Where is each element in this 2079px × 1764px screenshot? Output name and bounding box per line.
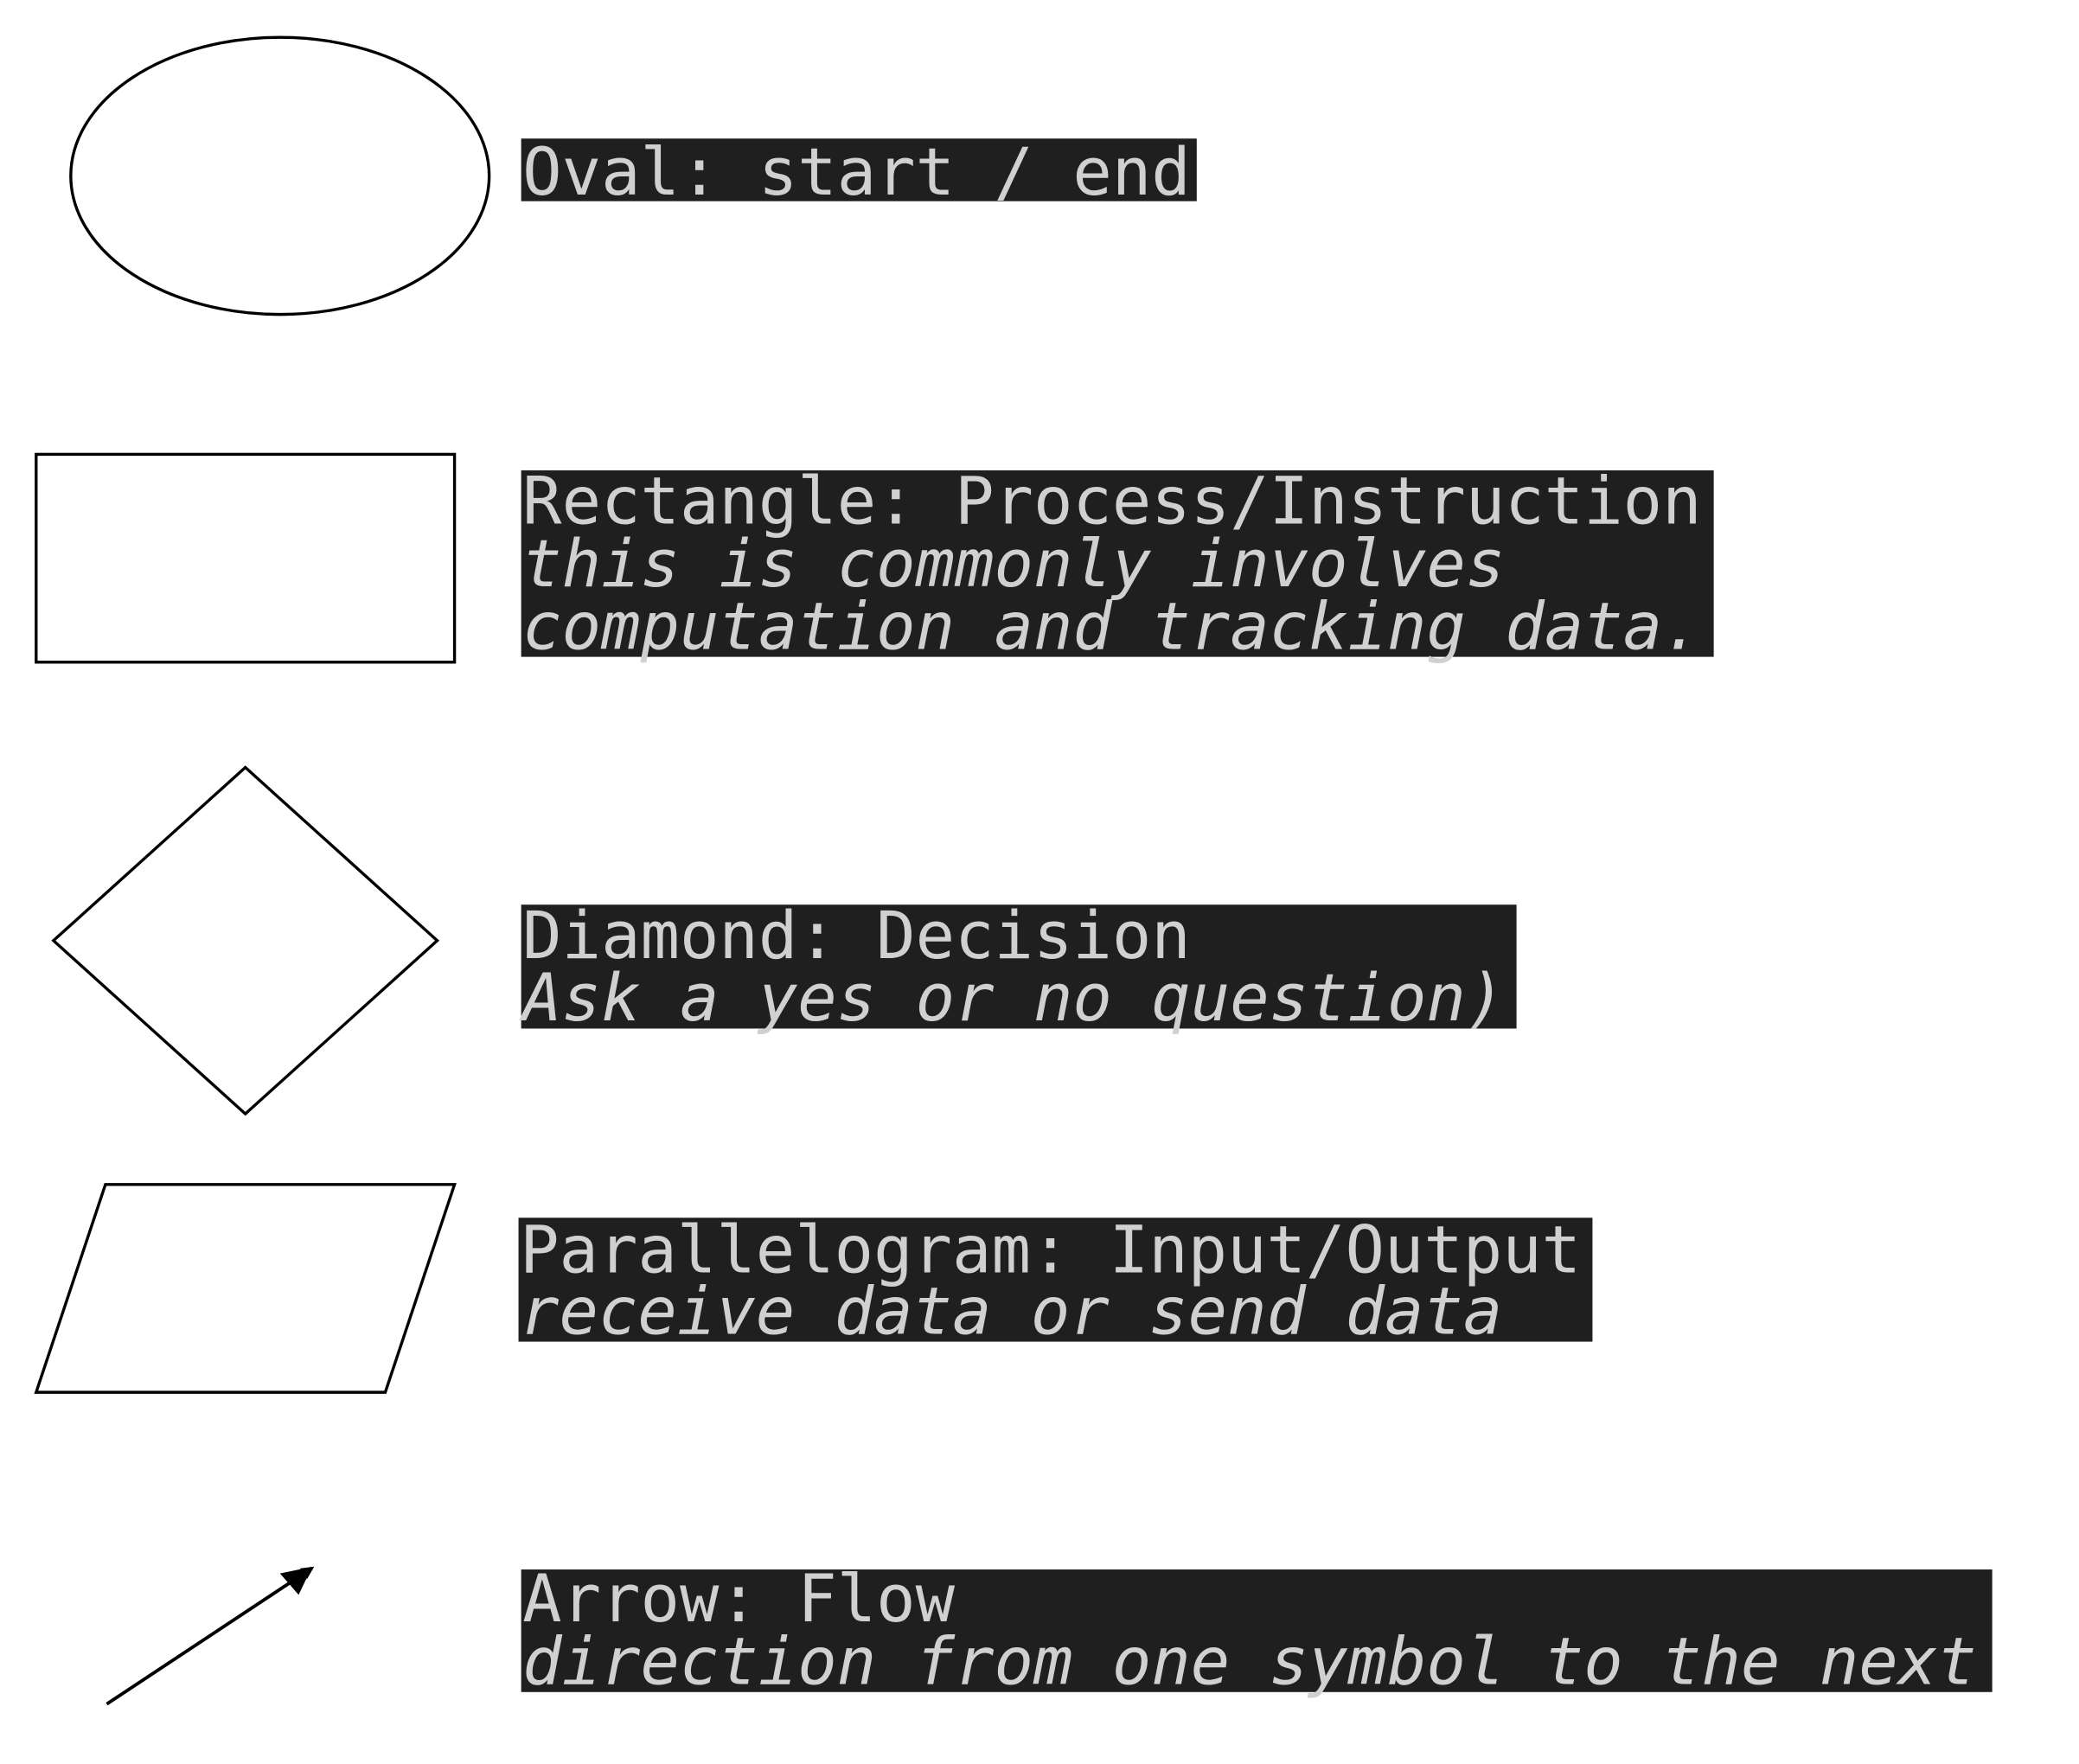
parallelogram-description-line: receive data or send data bbox=[520, 1273, 1502, 1349]
arrow-label: Arrow: Flow bbox=[522, 1561, 955, 1637]
label-background bbox=[521, 904, 1517, 1029]
legend-item-oval: Oval: start / end bbox=[69, 35, 1197, 316]
legend-item-rectangle: Rectangle: Process/Instruction this is c… bbox=[35, 452, 1714, 664]
oval-shape bbox=[69, 35, 491, 316]
legend-item-parallelogram: Parallelogram: Input/Output receive data… bbox=[34, 1183, 1593, 1394]
rectangle-description-line: this is commonly involves bbox=[522, 526, 1505, 602]
label-background bbox=[518, 1218, 1593, 1342]
arrow-description-line: direction from one symbol to the next bbox=[522, 1624, 1976, 1700]
diamond-label: Diamond: Decision bbox=[522, 898, 1191, 974]
arrowhead-icon bbox=[279, 1566, 312, 1595]
parallelogram-label: Parallelogram: Input/Output bbox=[520, 1211, 1581, 1288]
legend-item-diamond: Diamond: Decision Ask a yes or no questi… bbox=[51, 765, 1517, 1116]
label-background bbox=[521, 470, 1714, 657]
label-background bbox=[521, 1569, 1993, 1692]
label-background bbox=[521, 138, 1197, 201]
arrow-icon bbox=[106, 1566, 315, 1706]
diamond-description-line: Ask a yes or no question) bbox=[519, 960, 1505, 1036]
parallelogram-shape bbox=[34, 1183, 457, 1394]
rectangle-shape bbox=[35, 452, 457, 664]
diamond-shape bbox=[51, 765, 440, 1116]
oval-label: Oval: start / end bbox=[522, 134, 1191, 210]
legend-item-arrow: Arrow: Flow direction from one symbol to… bbox=[106, 1561, 1993, 1706]
rectangle-label: Rectangle: Process/Instruction bbox=[522, 463, 1701, 540]
rectangle-description-line: computation and tracking data. bbox=[522, 588, 1701, 664]
